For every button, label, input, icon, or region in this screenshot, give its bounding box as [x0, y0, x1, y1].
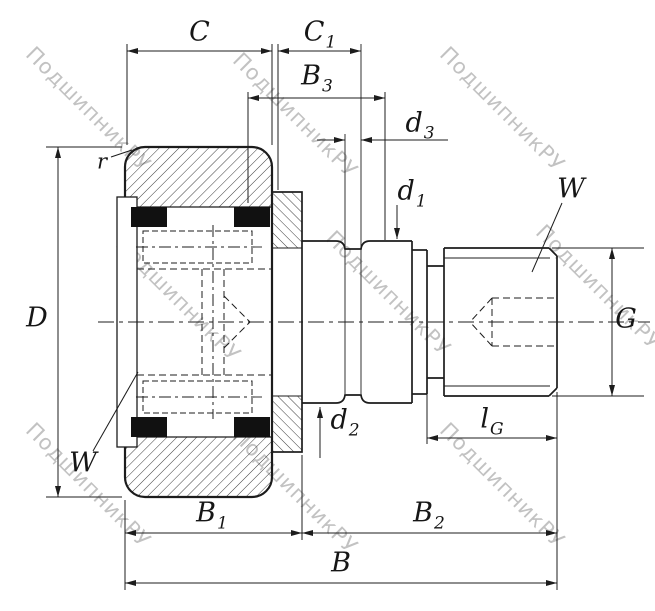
dim-label-W-roller: W — [69, 447, 97, 479]
dim-label-C: C — [189, 16, 210, 48]
dim-label-C1: C1 — [303, 16, 337, 53]
dim-label-B2: B2 — [413, 497, 445, 534]
dim-label-r: r — [96, 149, 108, 174]
dim-label-W-stud-end: W — [557, 173, 585, 205]
dim-label-d1: d1 — [397, 175, 427, 212]
dimension-lines — [46, 44, 644, 590]
dim-label-B1: B1 — [196, 497, 228, 534]
dim-label-B3: B3 — [301, 60, 333, 97]
dim-label-d2: d2 — [330, 404, 360, 441]
dim-label-d3: d3 — [405, 107, 435, 144]
seals — [131, 207, 270, 437]
dim-label-B: B — [331, 547, 351, 579]
needle-rollers — [136, 230, 262, 414]
dim-label-lG: lG — [480, 403, 504, 440]
stud-shaft — [302, 44, 445, 404]
dim-label-G: G — [615, 303, 637, 335]
dim-label-D: D — [26, 302, 48, 334]
